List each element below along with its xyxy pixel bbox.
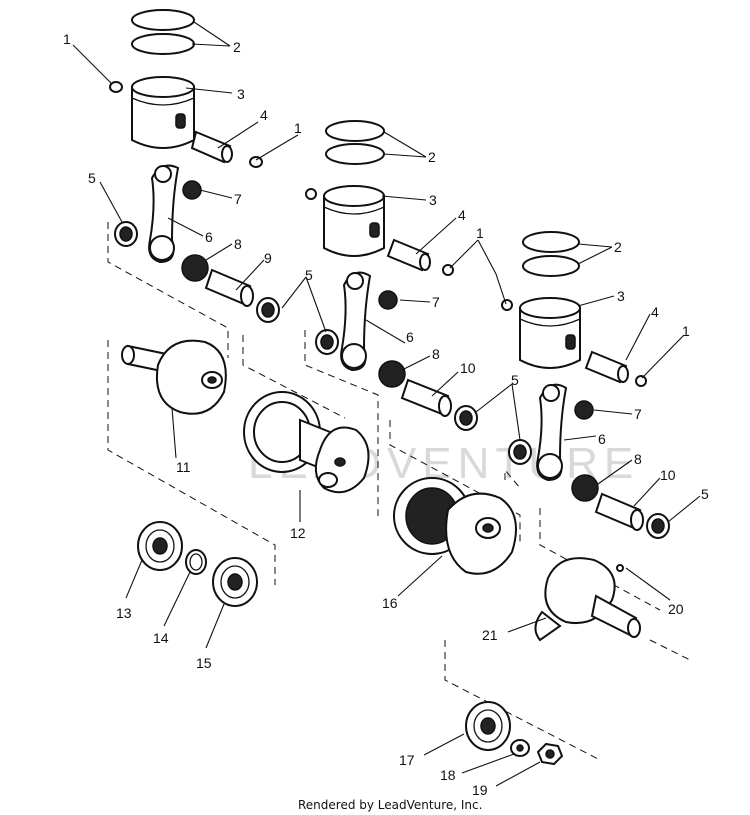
callout-label: 18 <box>440 767 456 783</box>
callout-label: 2 <box>233 39 241 55</box>
piston-group-1 <box>109 9 280 323</box>
callout-label: 5 <box>88 170 96 186</box>
callout-label: 17 <box>399 752 415 768</box>
callout-label: 5 <box>305 267 313 283</box>
callout-label: 19 <box>472 782 488 798</box>
callout-label: 4 <box>458 207 466 223</box>
leader-lines <box>72 21 701 787</box>
callout-label: 3 <box>617 288 625 304</box>
callout-label: 7 <box>234 191 242 207</box>
callout-label: 5 <box>511 372 519 388</box>
piston-group-2 <box>305 120 478 431</box>
callout-label: 6 <box>598 431 606 447</box>
nut-19 <box>536 742 564 766</box>
callout-labels: 1 2 3 4 1 2 3 4 1 2 3 4 1 5 7 6 8 9 5 7 … <box>63 31 709 798</box>
assembly-guide-lines <box>107 222 691 761</box>
callout-label: 15 <box>196 655 212 671</box>
crankshaft-center-section-2 <box>393 477 517 575</box>
callout-label: 3 <box>429 192 437 208</box>
piston-group-3 <box>501 231 670 539</box>
callout-label: 10 <box>460 360 476 376</box>
callout-label: 3 <box>237 86 245 102</box>
main-bearing-13 <box>137 521 183 571</box>
crankshaft-end-section <box>121 339 227 415</box>
callout-label: 1 <box>63 31 71 47</box>
callout-label: 7 <box>634 406 642 422</box>
callout-label: 21 <box>482 627 498 643</box>
callout-label: 11 <box>176 459 191 475</box>
callout-label: 1 <box>294 120 302 136</box>
callout-label: 6 <box>205 229 213 245</box>
callout-label: 4 <box>260 107 268 123</box>
callout-label: 8 <box>432 346 440 362</box>
callout-label: 4 <box>651 304 659 320</box>
washer-18 <box>510 739 530 757</box>
callout-label: 2 <box>614 239 622 255</box>
callout-label: 2 <box>428 149 436 165</box>
footer-credit: Rendered by LeadVenture, Inc. <box>298 798 482 812</box>
callout-label: 12 <box>290 525 306 541</box>
callout-label: 1 <box>476 225 484 241</box>
callout-label: 10 <box>660 467 676 483</box>
callout-label: 8 <box>234 236 242 252</box>
callout-label: 6 <box>406 329 414 345</box>
callout-label: 14 <box>153 630 169 646</box>
crankshaft-output-section <box>534 557 641 642</box>
callout-label: 9 <box>264 250 272 266</box>
callout-label: 13 <box>116 605 132 621</box>
main-bearing-15 <box>212 557 258 607</box>
callout-label: 1 <box>682 323 690 339</box>
callout-label: 16 <box>382 595 398 611</box>
main-bearing-17 <box>465 701 511 751</box>
snap-ring-14 <box>185 549 207 575</box>
callout-label: 7 <box>432 294 440 310</box>
callout-label: 20 <box>668 601 684 617</box>
callout-label: 8 <box>634 451 642 467</box>
crankshaft-center-section-1 <box>243 391 370 494</box>
callout-label: 5 <box>701 486 709 502</box>
